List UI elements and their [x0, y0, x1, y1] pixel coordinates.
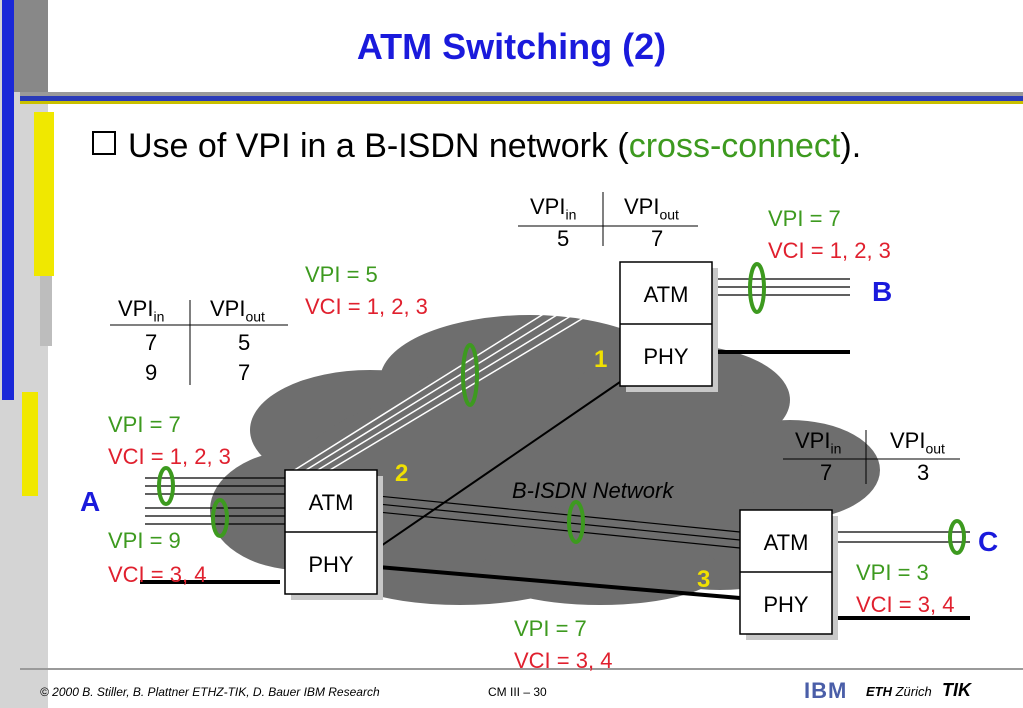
- bullet-suffix: ).: [840, 127, 862, 165]
- left-gray-block: [40, 276, 52, 346]
- switch3-atm-label: ATM: [763, 530, 809, 555]
- table3-out-header: VPIout: [890, 428, 945, 457]
- node-a-label: A: [80, 486, 101, 517]
- footer-copyright: © 2000 B. Stiller, B. Plattner ETHZ-TIK,…: [40, 685, 380, 699]
- cloud-label: B-ISDN Network: [512, 478, 674, 503]
- switch2-atm-label: ATM: [308, 490, 354, 515]
- bottom-vpi-label: VPI = 7: [514, 616, 587, 641]
- vpi-lines-2-3: [377, 495, 741, 549]
- table1-cell: 5: [557, 226, 570, 251]
- ibm-logo: IBM: [804, 678, 848, 703]
- table2-cell: 7: [145, 330, 158, 355]
- left-yellow-bar-bottom: [22, 392, 38, 496]
- phy-link-1-2: [377, 381, 621, 549]
- square-bullet-icon: [92, 131, 116, 155]
- header-rule-blue: [20, 96, 1023, 101]
- switch-boxes: [284, 261, 838, 640]
- node-b-label: B: [872, 276, 893, 307]
- switch2-number: 2: [395, 460, 409, 487]
- page-title: ATM Switching (2): [356, 26, 667, 67]
- vpi-lines-c: [830, 531, 970, 543]
- left-yellow-bar-top: [34, 112, 54, 276]
- switch1-phy-label: PHY: [643, 344, 689, 369]
- switch1-number: 1: [594, 346, 608, 373]
- switch3-number: 3: [697, 566, 711, 593]
- table1-cell: 7: [651, 226, 664, 251]
- a2-vpi-label: VPI = 9: [108, 528, 181, 553]
- vp-ellipse-markers: [157, 262, 966, 555]
- table1-in-header: VPIin: [530, 194, 577, 223]
- bottom-vci-label: VCI = 3, 4: [514, 648, 613, 673]
- mid-vci-label: VCI = 1, 2, 3: [305, 294, 428, 319]
- table3-cell: 3: [917, 460, 930, 485]
- bullet-text: Use of VPI in a B-ISDN network (cross-co…: [92, 127, 861, 166]
- eth-zurich-label: ETH Zürich: [866, 684, 932, 699]
- mid-vpi-label: VPI = 5: [305, 262, 378, 287]
- left-blue-bar: [2, 0, 14, 400]
- tik-logo: TIK: [942, 680, 971, 700]
- table-rules: [110, 192, 960, 484]
- b-vci-label: VCI = 1, 2, 3: [768, 238, 891, 263]
- table2-cell: 5: [238, 330, 251, 355]
- table2-cell: 9: [145, 360, 158, 385]
- a1-vci-label: VCI = 1, 2, 3: [108, 444, 231, 469]
- physical-links: [140, 350, 970, 620]
- left-dark-bar: [14, 0, 48, 92]
- vpi-lines-b: [712, 278, 850, 296]
- table3-in-header: VPIin: [795, 428, 842, 457]
- c-vpi-label: VPI = 3: [856, 560, 929, 585]
- bullet-highlight: cross-connect: [628, 127, 841, 165]
- a2-vci-label: VCI = 3, 4: [108, 562, 207, 587]
- table3-cell: 7: [820, 460, 833, 485]
- footer-page-number: CM III – 30: [488, 685, 547, 699]
- footer-rule: [20, 668, 1023, 670]
- b-vpi-label: VPI = 7: [768, 206, 841, 231]
- switch3-phy-label: PHY: [763, 592, 809, 617]
- bullet-prefix: Use of VPI in a B-ISDN network (: [128, 127, 629, 165]
- c-vci-label: VCI = 3, 4: [856, 592, 955, 617]
- table2-cell: 7: [238, 360, 251, 385]
- table2-out-header: VPIout: [210, 296, 265, 325]
- vpi-lines-1-2: [284, 265, 621, 498]
- header-rule-yellow: [20, 101, 1023, 104]
- switch2-phy-label: PHY: [308, 552, 354, 577]
- table2-in-header: VPIin: [118, 296, 165, 325]
- a1-vpi-label: VPI = 7: [108, 412, 181, 437]
- node-c-label: C: [978, 526, 999, 557]
- table1-out-header: VPIout: [624, 194, 679, 223]
- switch1-atm-label: ATM: [643, 282, 689, 307]
- header-rule-gray: [20, 92, 1023, 96]
